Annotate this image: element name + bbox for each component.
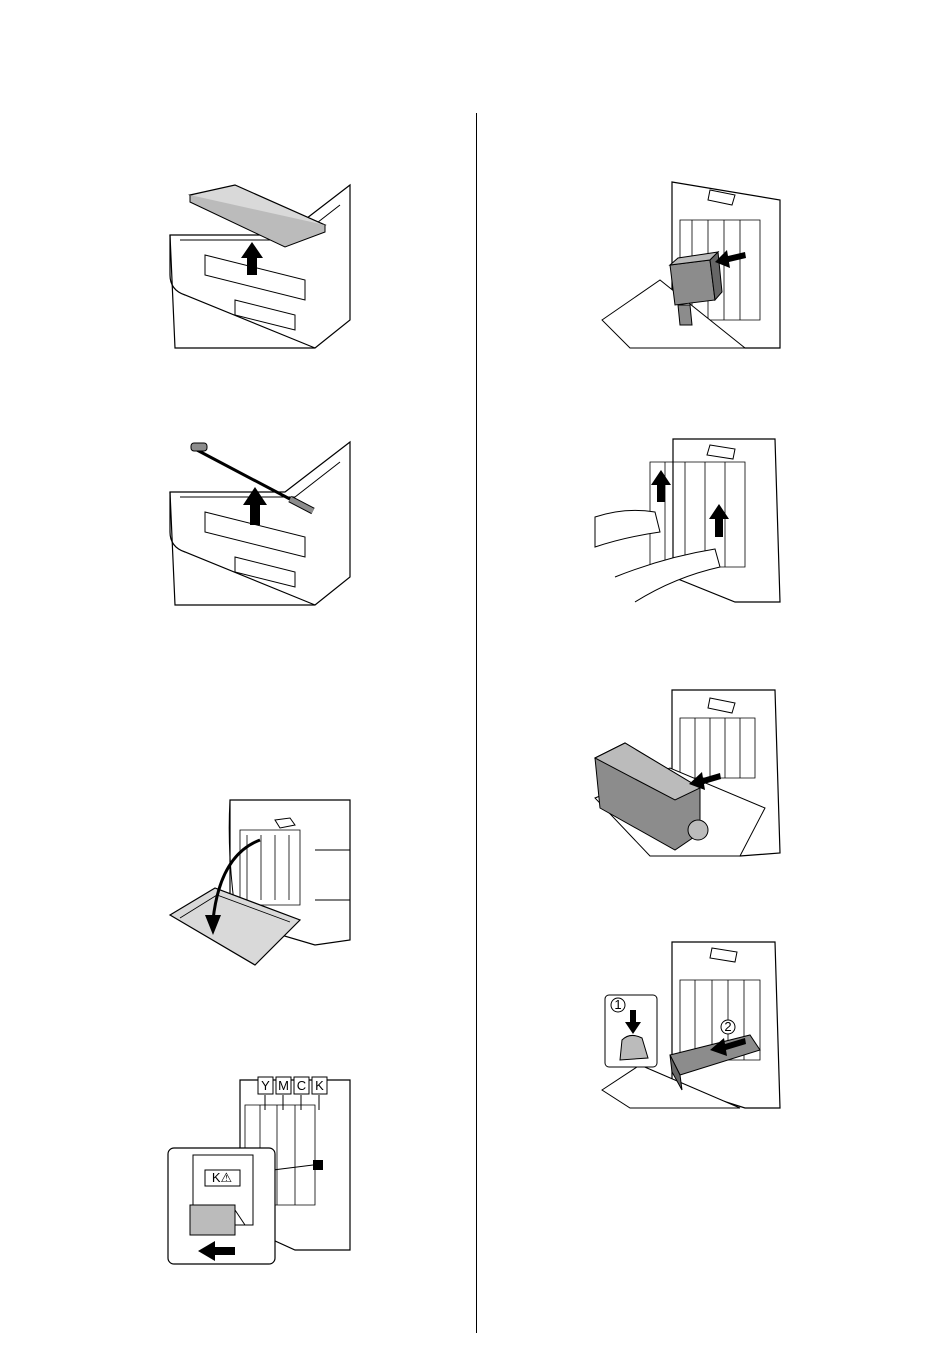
svg-text:K: K	[315, 1078, 324, 1093]
column-divider	[476, 113, 477, 1333]
figure-waste-toner-bottle	[590, 688, 785, 860]
figure-toner-cartridge	[600, 180, 785, 352]
svg-text:C: C	[297, 1078, 306, 1093]
figure-open-front-door	[165, 800, 355, 970]
detail-inset: 1	[605, 995, 657, 1067]
svg-text:M: M	[278, 1078, 289, 1093]
toner-label-k: K	[312, 1077, 327, 1094]
figure-lift-levers	[595, 437, 785, 605]
toner-label-y: Y	[258, 1077, 273, 1094]
figure-remove-cover	[165, 180, 355, 355]
detail-inset: K⚠	[168, 1148, 275, 1264]
toner-label-c: C	[294, 1077, 309, 1094]
figure-toner-release: Y M C K K⚠	[165, 1075, 355, 1270]
figure-imaging-unit: 1 2	[600, 940, 785, 1112]
toner-label-m: M	[276, 1077, 291, 1094]
svg-text:2: 2	[724, 1019, 731, 1034]
svg-text:1: 1	[614, 997, 621, 1012]
svg-text:Y: Y	[261, 1078, 270, 1093]
up-arrow-icon	[651, 470, 671, 502]
svg-text:K⚠: K⚠	[212, 1170, 233, 1185]
figure-cleaning-rod	[165, 437, 355, 612]
